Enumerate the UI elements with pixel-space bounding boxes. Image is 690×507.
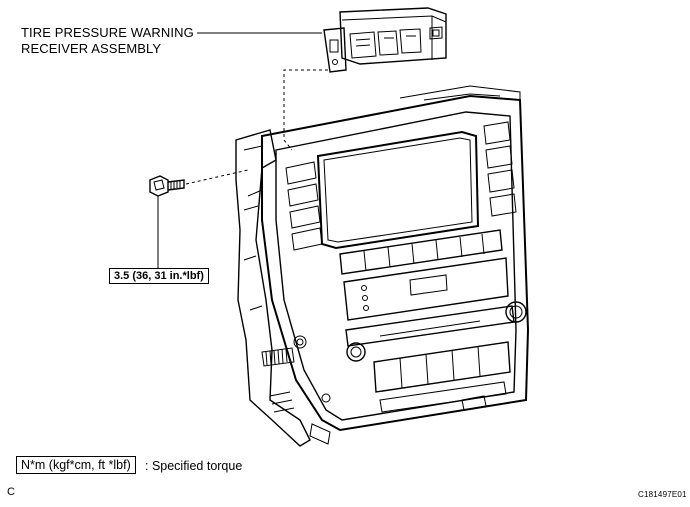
receiver-alignment-line <box>283 69 328 151</box>
center-panel-illustration <box>235 85 530 447</box>
receiver-label-line1: TIRE PRESSURE WARNING <box>21 25 194 40</box>
receiver-assembly-illustration <box>323 7 447 73</box>
bolt-illustration <box>149 175 185 197</box>
torque-unit-legend-box: N*m (kgf*cm, ft *lbf) <box>16 456 136 474</box>
section-letter: C <box>7 486 15 498</box>
figure-code: C181497E01 <box>638 490 687 499</box>
torque-legend-meaning: : Specified torque <box>145 459 243 473</box>
torque-spec-box: 3.5 (36, 31 in.*lbf) <box>109 268 209 284</box>
bolt-alignment-line <box>185 169 249 185</box>
receiver-label-line2: RECEIVER ASSEMBLY <box>21 41 162 56</box>
